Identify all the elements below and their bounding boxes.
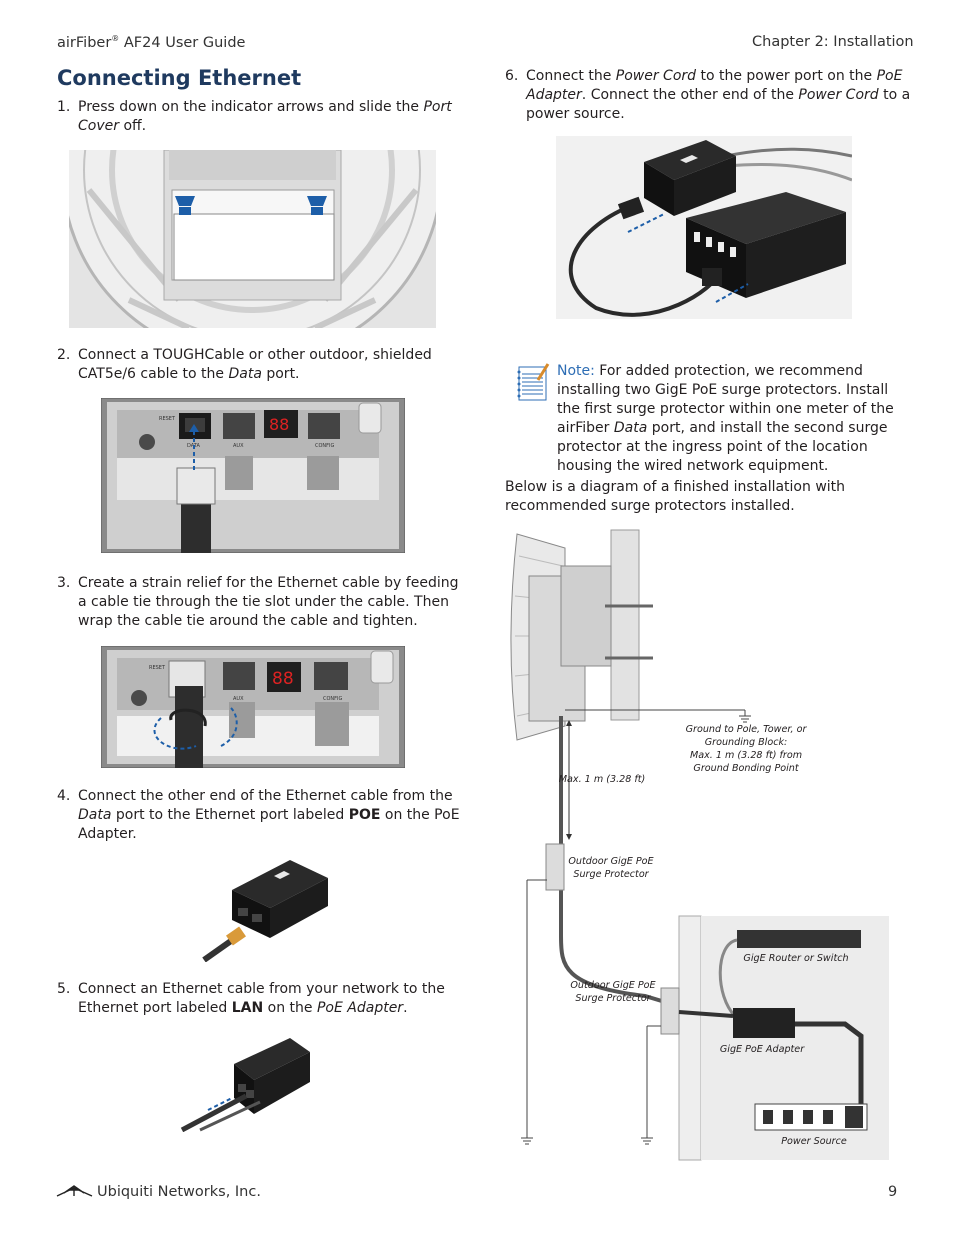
step-text-em: Data <box>78 807 112 823</box>
step-text-em: Data <box>228 366 262 382</box>
step-text-em: Port <box>423 99 452 115</box>
step-text: Press down on the indicator arrows and s… <box>78 99 424 115</box>
step-1: 1. Press down on the indicator arrows an… <box>57 98 457 138</box>
aux-port-label: AUX <box>233 696 244 702</box>
step-text: Connect the other end of the Ethernet ca… <box>78 788 453 804</box>
step-3: 3. Create a strain relief for the Ethern… <box>57 574 458 632</box>
step-text: to a <box>878 87 911 103</box>
note-line-em: Data <box>613 420 648 436</box>
note-label: Note: <box>557 363 595 379</box>
label-line: Outdoor GigE PoE <box>570 980 656 991</box>
power-cord-illustration <box>556 136 852 319</box>
config-port-label: CONFIG <box>323 696 343 702</box>
step-text: Connect an Ethernet cable from your netw… <box>78 981 445 997</box>
step-4: 4. Connect the other end of the Ethernet… <box>57 787 460 845</box>
guide-title: AF24 User Guide <box>119 34 246 51</box>
port-cover-illustration <box>69 150 436 328</box>
intro-line: recommended surge protectors installed. <box>505 498 795 514</box>
step-number: 4. <box>57 788 71 804</box>
step-text-bold: POE <box>348 807 381 823</box>
status-display: 88 <box>272 669 294 689</box>
step-text: . Connect the other end of the <box>581 87 799 103</box>
power-source-label: Power Source <box>781 1136 847 1147</box>
step-6: 6. Connect the Power Cord to the power p… <box>505 67 910 125</box>
poe-adapter-label: GigE PoE Adapter <box>719 1044 805 1055</box>
step-text: port. <box>261 366 300 382</box>
note-line: For added protection, we recommend <box>594 363 863 379</box>
step-text: on the <box>263 1000 317 1016</box>
step-text-em: PoE Adapter <box>316 1000 404 1016</box>
poe-adapter-lan-illustration <box>180 1038 310 1132</box>
reset-label: RESET <box>149 665 166 671</box>
data-port-illustration: RESET 88 DATA AUX CONFIG <box>101 398 405 553</box>
step-text: Create a strain relief for the Ethernet … <box>78 575 459 591</box>
aux-port-label: AUX <box>233 443 244 449</box>
page-number: 9 <box>888 1184 898 1200</box>
footer-company: Ubiquiti Networks, Inc. <box>97 1184 261 1200</box>
config-port-label: CONFIG <box>315 443 335 449</box>
step-text: power source. <box>526 106 625 122</box>
max-distance-label: Max. 1 m (3.28 ft) <box>558 774 646 785</box>
note-line: protector at the ingress point of the lo… <box>557 439 868 455</box>
running-header-left: airFiber® AF24 User Guide <box>57 34 245 51</box>
status-display: 88 <box>269 415 289 434</box>
step-text: to the power port on the <box>696 68 877 84</box>
label-line: Surge Protector <box>573 869 649 880</box>
step-text-em: Power Cord <box>615 68 697 84</box>
router-label: GigE Router or Switch <box>743 953 849 964</box>
step-text: CAT5e/6 cable to the <box>78 366 229 382</box>
note-text: Note: For added protection, we recommend… <box>557 362 897 476</box>
step-text-em: Power Cord <box>798 87 879 103</box>
step-text: Connect a TOUGHCable or other outdoor, s… <box>78 347 432 363</box>
registered-mark: ® <box>111 34 120 43</box>
step-text: on the PoE <box>380 807 460 823</box>
note-icon <box>517 363 550 401</box>
label-line: Ground to Pole, Tower, or <box>685 724 807 735</box>
step-number: 3. <box>57 575 71 591</box>
label-line: Ground Bonding Point <box>693 763 799 774</box>
outdoor-surge-protector-1-label: Outdoor GigE PoE Surge Protector <box>564 855 658 881</box>
label-line: Grounding Block: <box>704 737 788 748</box>
step-text-bold: LAN <box>231 1000 264 1016</box>
running-header-right: Chapter 2: Installation <box>752 34 914 50</box>
note-line: port, and install the second surge <box>647 420 888 436</box>
step-number: 2. <box>57 347 71 363</box>
step-text: wrap the cable tie around the cable and … <box>78 613 418 629</box>
label-line: Surge Protector <box>575 993 651 1004</box>
step-text-em: Adapter <box>526 87 582 103</box>
step-number: 6. <box>505 68 519 84</box>
label-line: Max. 1 m (3.28 ft) from <box>689 750 803 761</box>
brand-name: airFiber <box>57 34 112 51</box>
strain-relief-illustration: RESET 88 AUX CONFIG <box>101 646 405 768</box>
step-number: 5. <box>57 981 71 997</box>
poe-adapter-poe-illustration <box>202 860 328 962</box>
step-text-em: Cover <box>78 118 119 134</box>
step-text-em: PoE <box>876 68 903 84</box>
step-2: 2. Connect a TOUGHCable or other outdoor… <box>57 346 457 386</box>
step-text: port to the Ethernet port labeled <box>111 807 349 823</box>
outdoor-surge-protector-2-label: Outdoor GigE PoE Surge Protector <box>566 979 660 1005</box>
step-number: 1. <box>57 99 71 115</box>
step-text: . <box>403 1000 408 1016</box>
step-text: Adapter. <box>78 826 137 842</box>
diagram-intro: Below is a diagram of a finished install… <box>505 478 905 516</box>
step-text: Connect the <box>526 68 616 84</box>
step-text: a cable tie through the tie slot under t… <box>78 594 449 610</box>
ground-label: Ground to Pole, Tower, or Grounding Bloc… <box>666 723 826 775</box>
note-line: airFiber <box>557 420 614 436</box>
step-5: 5. Connect an Ethernet cable from your n… <box>57 980 457 1020</box>
intro-line: Below is a diagram of a finished install… <box>505 479 846 495</box>
ubiquiti-logo-icon <box>56 1185 93 1197</box>
step-text: Ethernet port labeled <box>78 1000 232 1016</box>
note-line: installing two GigE PoE surge protectors… <box>557 382 889 398</box>
note-line: housing the wired network equipment. <box>557 458 829 474</box>
label-line: Outdoor GigE PoE <box>568 856 654 867</box>
note-line: the first surge protector within one met… <box>557 401 894 417</box>
reset-label: RESET <box>159 416 176 422</box>
section-title: Connecting Ethernet <box>57 66 302 90</box>
step-text: off. <box>119 118 147 134</box>
installation-diagram <box>510 529 889 1161</box>
